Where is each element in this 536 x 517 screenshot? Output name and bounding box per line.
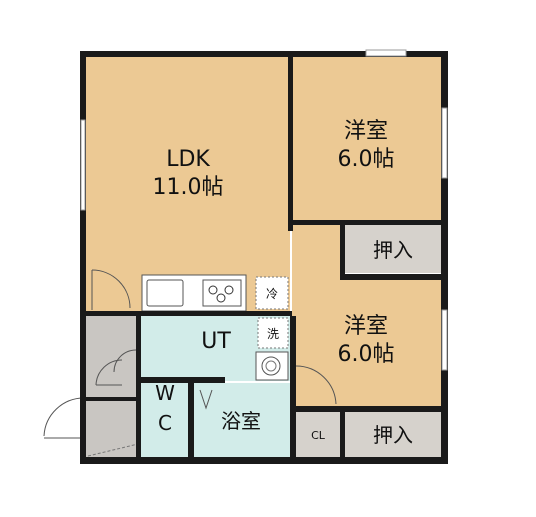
washer-space — [257, 317, 289, 349]
window-left-ldk — [80, 119, 86, 211]
wall-wet-left — [136, 316, 141, 457]
door-swing-entrance — [43, 397, 85, 437]
closet-label: CL — [311, 429, 326, 442]
ldk-name: LDK — [166, 147, 210, 172]
washbasin — [255, 351, 289, 381]
wall-oshiire-upper-left — [340, 225, 345, 279]
wall-closet-right — [340, 406, 345, 457]
bath-label: 浴室 — [221, 409, 261, 433]
western-room-upper-floor — [292, 57, 441, 223]
wall-utility-bottom — [141, 377, 225, 383]
windows — [80, 49, 448, 371]
closet-floor — [296, 412, 340, 457]
wall-western-lower-bottom — [296, 406, 441, 412]
western-upper-size: 6.0帖 — [338, 147, 395, 172]
ldk-floor — [86, 57, 290, 312]
window-right-upper — [441, 107, 448, 179]
washbasin-bowl — [261, 356, 281, 376]
window-top-western — [365, 49, 407, 57]
fridge-label: 冷 — [266, 287, 278, 301]
walls — [80, 51, 448, 464]
wall-bath-right — [290, 316, 296, 457]
hall-dashed-line — [87, 443, 139, 457]
door-swing-bath — [199, 389, 213, 410]
outer-wall-right — [441, 51, 448, 464]
wall-wc-right — [188, 377, 194, 457]
outer-wall-top — [80, 51, 448, 57]
ldk-size: 11.0帖 — [153, 175, 224, 200]
door-swing-western-lower — [295, 365, 337, 405]
window-right-lower — [441, 309, 448, 371]
western-upper-name: 洋室 — [344, 119, 388, 144]
stove-burner-icon — [208, 285, 218, 295]
door-swing-hall — [95, 359, 123, 386]
oshiire-upper-floor — [345, 225, 441, 273]
toilet-label-c: C — [158, 411, 172, 435]
washer-label: 洗 — [267, 327, 279, 341]
western-room-lower-floor-left — [292, 225, 343, 285]
kitchen-sink — [146, 279, 184, 307]
western-lower-size: 6.0帖 — [338, 342, 395, 367]
wall-hall-mid — [86, 397, 136, 401]
wall-oshiire-upper-bottom — [340, 274, 441, 280]
western-lower-name: 洋室 — [344, 314, 388, 339]
toilet-label-w: W — [155, 381, 175, 405]
fridge-space — [255, 276, 289, 310]
western-room-lower-floor — [292, 280, 441, 406]
washbasin-bowl-inner — [265, 360, 277, 372]
oshiire-upper-label: 押入 — [373, 238, 413, 262]
stove-burner-icon — [216, 293, 226, 303]
wall-western-upper-bottom — [292, 220, 441, 225]
stove-burner-icon — [224, 285, 234, 295]
outer-wall-left — [80, 51, 86, 464]
wall-ldk-western — [288, 51, 293, 231]
oshiire-lower-label: 押入 — [373, 423, 413, 447]
door-swing-utility — [113, 349, 137, 373]
door-swing-ldk — [91, 269, 131, 309]
hall-floor — [86, 315, 138, 457]
wall-ldk-bottom — [86, 311, 292, 316]
outer-wall-bottom — [80, 457, 448, 464]
utility-label: UT — [201, 329, 231, 354]
oshiire-lower-floor — [345, 412, 441, 457]
toilet-floor — [140, 375, 190, 457]
